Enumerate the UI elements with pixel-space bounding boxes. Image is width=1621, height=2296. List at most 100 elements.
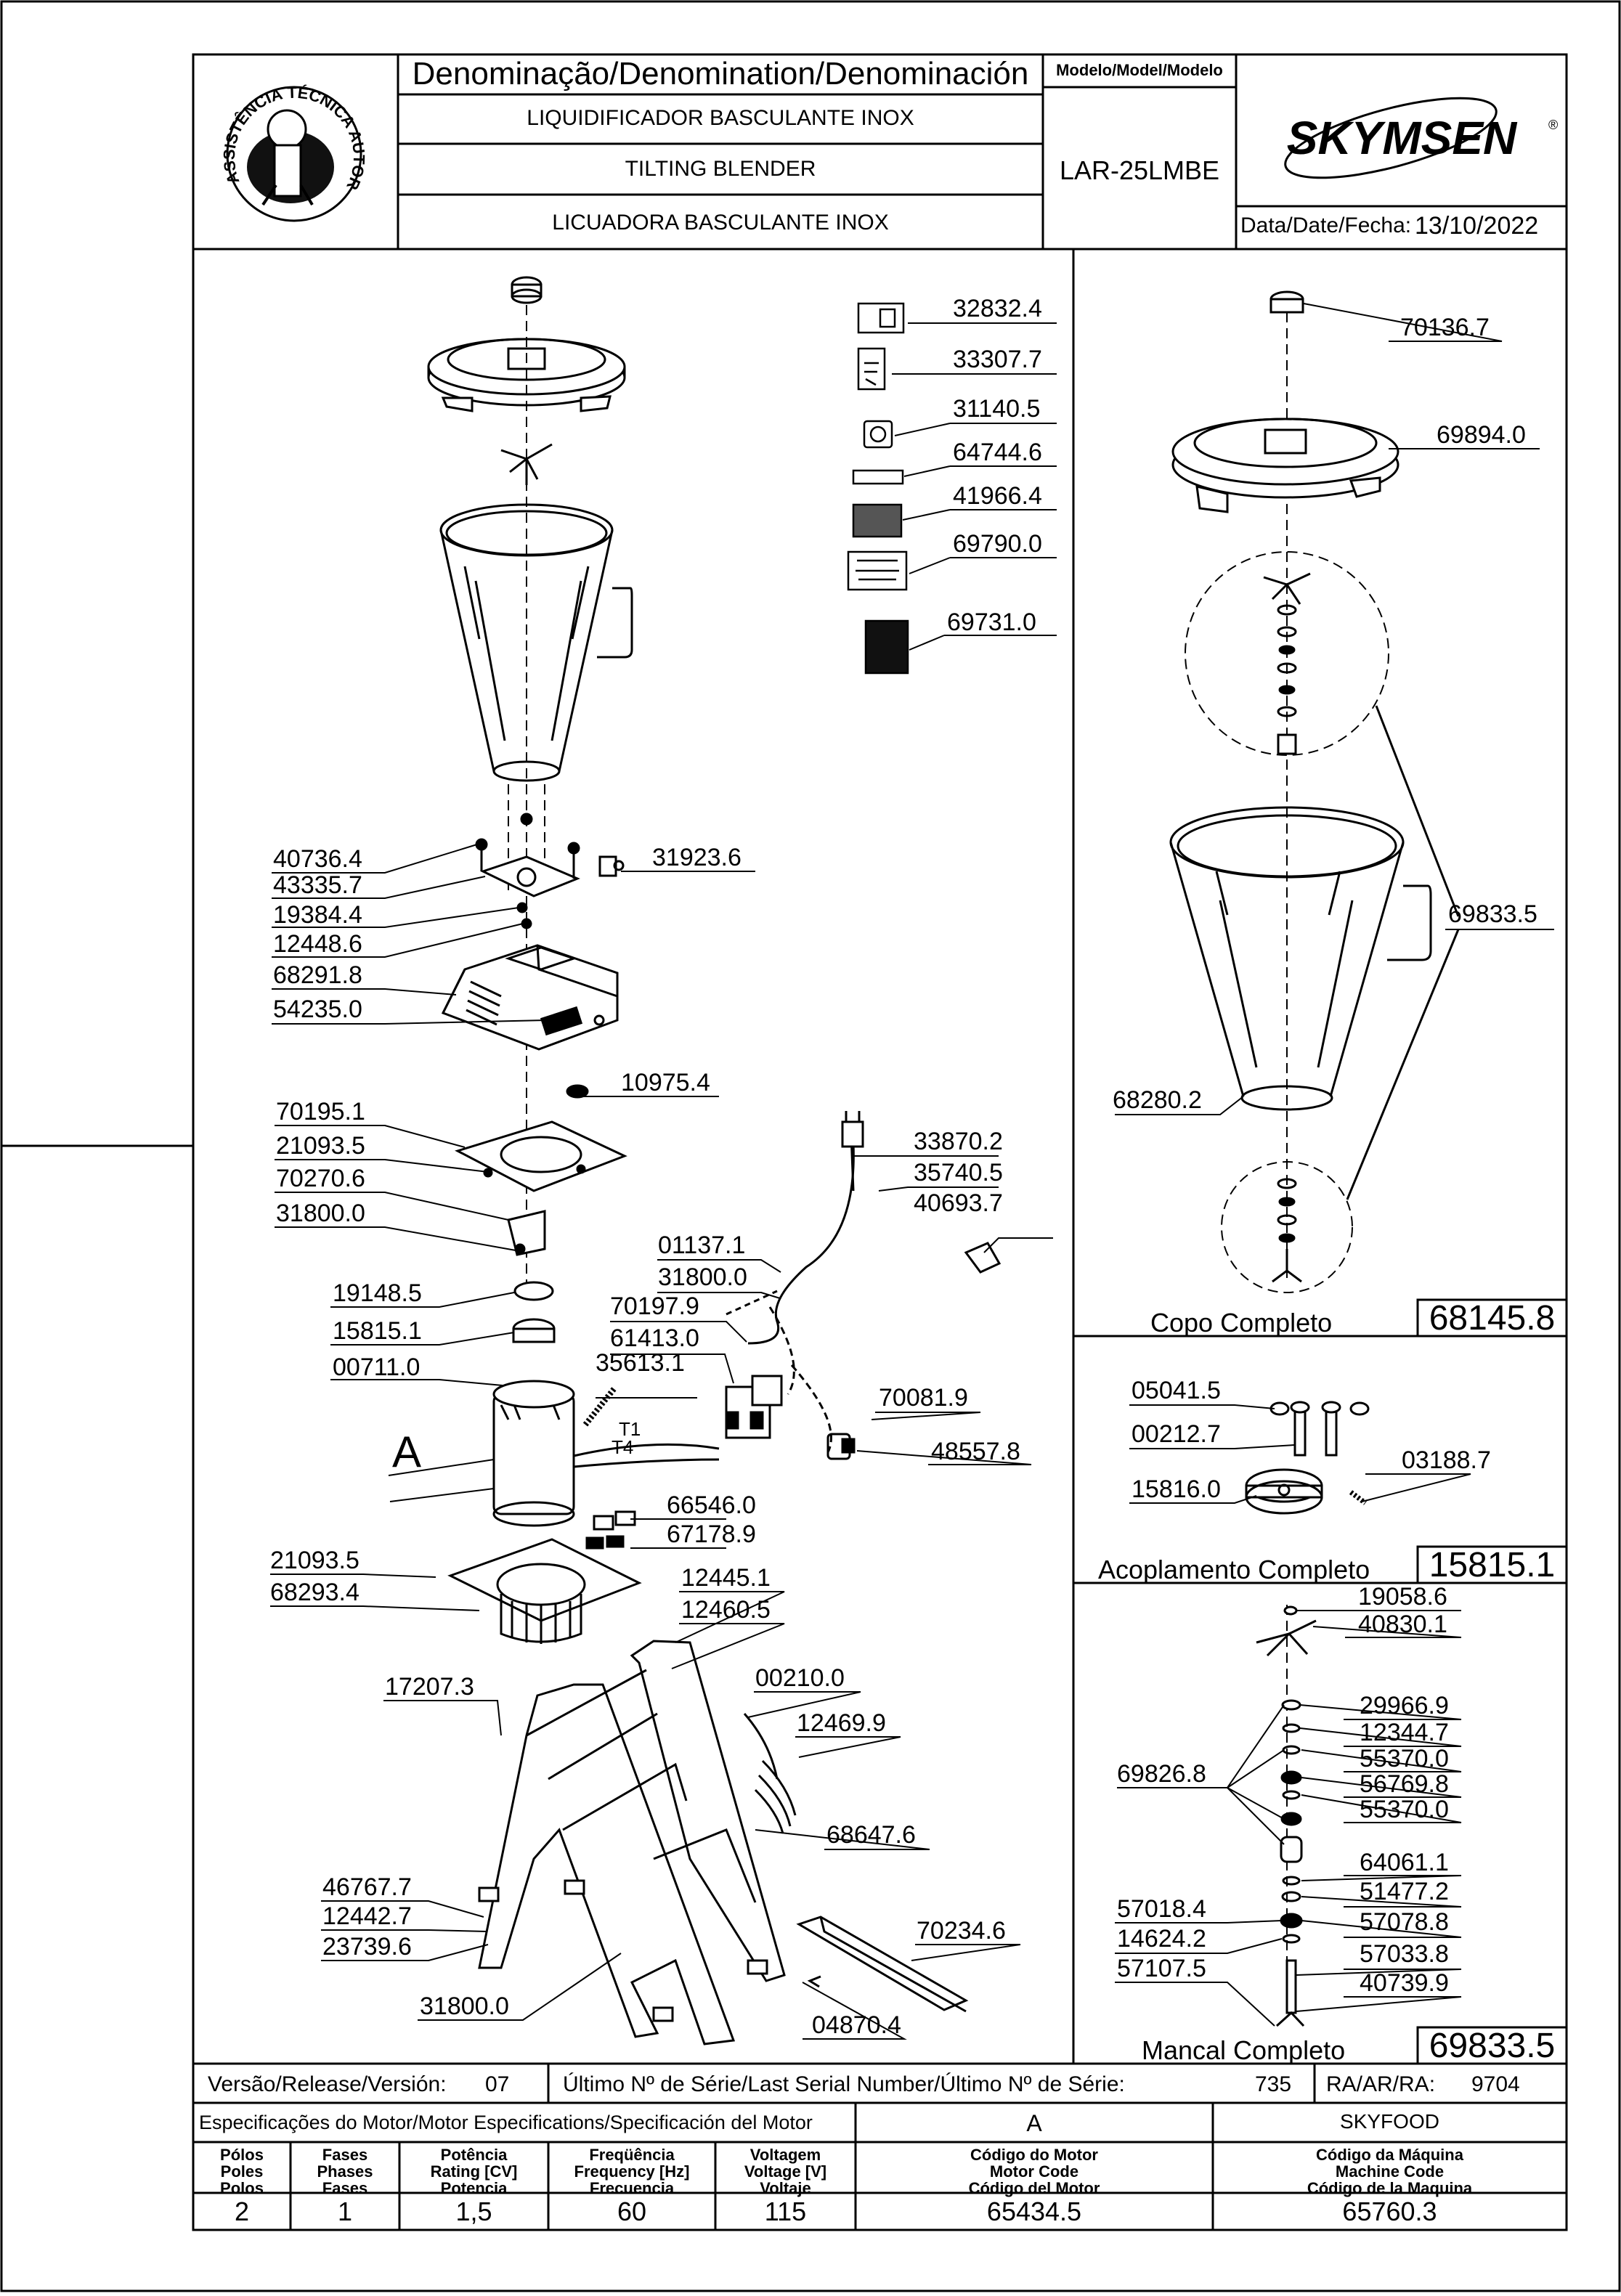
main-part-label-10: 19384.4 (273, 901, 362, 929)
denomination-title: Denominação/Denomination/Denominación (412, 56, 1029, 91)
main-part-label-3: 64744.6 (953, 439, 1042, 466)
exploded-view (427, 276, 1002, 2045)
main-part-label-9: 43335.7 (273, 871, 362, 899)
spec-value-rating: 1,5 (455, 2197, 492, 2226)
mancal-part-label-0: 19058.6 (1358, 1583, 1447, 1611)
mancal-part-label-14: 57107.5 (1117, 1955, 1206, 1982)
main-part-label-7: 31923.6 (652, 844, 742, 871)
spec-value-poles: 2 (234, 2197, 250, 2226)
mancal-part-label-7: 55370.0 (1360, 1796, 1449, 1823)
main-part-label-26: 19148.5 (333, 1279, 422, 1307)
main-part-label-34: 21093.5 (270, 1547, 359, 1574)
spec-value-motor-code: 65434.5 (986, 2197, 1082, 2226)
motor-column-title: A (1026, 2110, 1042, 2136)
model-number: LAR-25LMBE (1059, 155, 1220, 185)
spec-value-machine-code: 65760.3 (1342, 2197, 1437, 2226)
main-part-label-45: 70234.6 (917, 1917, 1006, 1945)
spec-header-frequency: Freqüência Frequency [Hz] Frecuencia (574, 2146, 690, 2198)
mancal-code: 69833.5 (1429, 2027, 1556, 2065)
main-part-label-12: 68291.8 (273, 961, 362, 989)
copo-label: Copo Completo (1150, 1308, 1333, 1338)
spec-value-voltage: 115 (764, 2197, 807, 2226)
main-part-label-1: 33307.7 (953, 346, 1042, 373)
main-part-label-38: 00210.0 (755, 1664, 845, 1692)
main-part-label-27: 15815.1 (333, 1317, 422, 1345)
main-part-label-16: 21093.5 (276, 1132, 365, 1160)
acoplamento-code: 15815.1 (1429, 1546, 1556, 1584)
main-part-label-19: 33870.2 (914, 1128, 1003, 1155)
main-part-label-23: 31800.0 (658, 1263, 747, 1291)
main-part-label-13: 54235.0 (273, 996, 362, 1023)
main-part-label-24: 70197.9 (610, 1292, 699, 1320)
name-es: LICUADORA BASCULANTE INOX (552, 211, 889, 235)
service-badge-logo: ASSISTÊNCIA TÉCNICA AUTORIZADA (0, 0, 368, 222)
main-part-label-35: 68293.4 (270, 1579, 359, 1606)
main-part-label-28: 00711.0 (333, 1353, 421, 1381)
machine-column-title: SKYFOOD (1340, 2110, 1439, 2133)
mancal-part-label-6: 56769.8 (1360, 1770, 1449, 1798)
ra-label: RA/AR/RA: (1326, 2072, 1436, 2096)
main-part-label-29: 35613.1 (596, 1349, 685, 1377)
wire-label-t4: T4 (612, 1436, 634, 1458)
main-part-label-40: 12469.9 (797, 1709, 886, 1737)
main-part-label-6: 69731.0 (947, 608, 1036, 636)
main-part-label-44: 23739.6 (322, 1933, 412, 1961)
svg-text:®: ® (1548, 118, 1558, 132)
mancal-part-label-3: 12344.7 (1360, 1719, 1449, 1746)
acoplamento-part-label-1: 00212.7 (1132, 1420, 1221, 1448)
acoplamento-part-label-2: 03188.7 (1402, 1446, 1491, 1474)
mancal-part-label-9: 51477.2 (1360, 1878, 1449, 1905)
main-part-label-22: 01137.1 (658, 1232, 746, 1259)
name-en: TILTING BLENDER (625, 157, 816, 181)
spec-header-rating: Potência Rating [CV] Potencia (430, 2146, 518, 2198)
copo-view (1169, 290, 1460, 1293)
main-part-label-8: 40736.4 (273, 845, 362, 873)
mancal-label: Mancal Completo (1142, 2035, 1346, 2065)
main-part-label-47: 04870.4 (812, 2011, 901, 2039)
spec-header-poles: Pólos Poles Polos (220, 2146, 264, 2198)
mancal-view (1256, 1605, 1317, 2027)
mancal-part-label-12: 14624.2 (1117, 1925, 1206, 1953)
date-label: Data/Date/Fecha: (1240, 213, 1412, 237)
sticker-icons (847, 302, 909, 675)
main-part-label-36: 12445.1 (681, 1564, 771, 1592)
mancal-part-label-1: 40830.1 (1358, 1611, 1447, 1638)
motor-marker: A (392, 1428, 422, 1476)
acoplamento-part-label-0: 05041.5 (1132, 1377, 1221, 1404)
copo-part-label-1: 69894.0 (1437, 421, 1526, 449)
acoplamento-part-label-3: 15816.0 (1132, 1475, 1221, 1503)
main-part-label-2: 31140.5 (953, 395, 1041, 423)
mancal-part-label-15: 40739.9 (1360, 1969, 1449, 1997)
spec-header-motor-code: Código do Motor Motor Code Código del Mo… (968, 2146, 1100, 2198)
mancal-part-label-5: 55370.0 (1360, 1745, 1449, 1772)
mancal-part-label-11: 57078.8 (1360, 1908, 1449, 1936)
main-part-label-32: 66546.0 (667, 1491, 756, 1519)
version-value: 07 (485, 2072, 510, 2096)
mancal-part-label-8: 64061.1 (1360, 1849, 1449, 1876)
spec-header-voltage: Voltagem Voltage [V] Voltaje (744, 2146, 827, 2198)
main-part-label-0: 32832.4 (953, 295, 1042, 322)
spec-value-phases: 1 (337, 2197, 353, 2226)
main-part-label-39: 17207.3 (385, 1673, 474, 1701)
mancal-part-label-13: 57033.8 (1360, 1940, 1449, 1968)
serial-value: 735 (1255, 2072, 1292, 2096)
mancal-part-label-4: 69826.8 (1117, 1760, 1206, 1788)
main-part-label-5: 69790.0 (953, 530, 1042, 558)
copo-code: 68145.8 (1429, 1299, 1556, 1338)
serial-label: Último Nº de Série/Last Serial Number/Úl… (563, 2072, 1125, 2096)
main-part-label-31: 48557.8 (931, 1438, 1020, 1465)
mancal-part-label-2: 29966.9 (1360, 1692, 1449, 1719)
main-part-label-43: 12442.7 (322, 1902, 412, 1930)
name-pt: LIQUIDIFICADOR BASCULANTE INOX (527, 106, 914, 130)
version-label: Versão/Release/Versión: (208, 2072, 447, 2096)
main-part-label-14: 10975.4 (621, 1069, 710, 1096)
spec-header-phases: Fases Phases Fases (317, 2146, 373, 2198)
copo-part-label-3: 68280.2 (1113, 1086, 1202, 1114)
main-part-label-21: 40693.7 (914, 1189, 1003, 1217)
wire-label-t1: T1 (619, 1418, 641, 1440)
model-title: Modelo/Model/Modelo (1056, 61, 1223, 79)
main-part-label-46: 31800.0 (420, 1992, 509, 2020)
brand-name: SKYMSEN (1287, 112, 1518, 164)
